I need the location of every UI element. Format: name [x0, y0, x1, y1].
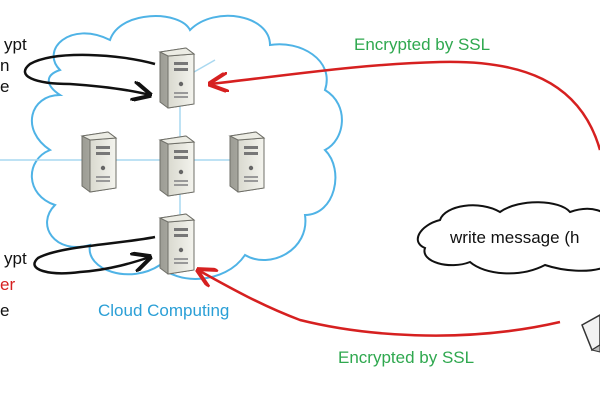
server-icon — [229, 131, 265, 193]
left-text-top-2: n — [0, 56, 9, 75]
ssl-arrow-bottom — [198, 270, 561, 337]
loop-arrow-top — [23, 53, 156, 95]
server-icon — [159, 213, 195, 275]
server-icon — [159, 135, 195, 197]
left-text-top-1: ypt — [4, 35, 27, 54]
left-text-top-3: e — [0, 77, 9, 96]
left-text-bottom-1: ypt — [4, 249, 27, 268]
server-icon — [159, 47, 195, 109]
ssl-arrow-top — [210, 60, 600, 151]
left-text-bottom-3: e — [0, 301, 9, 320]
ssl-label-bottom: Encrypted by SSL — [338, 348, 474, 367]
left-text-bottom-2: er — [0, 275, 15, 294]
laptop-icon — [581, 314, 600, 353]
loop-arrow-bottom — [33, 235, 156, 275]
message-cloud — [416, 201, 600, 275]
cloud-label: Cloud Computing — [98, 301, 229, 320]
message-label: write message (h — [449, 228, 579, 247]
ssl-label-top: Encrypted by SSL — [354, 35, 490, 54]
server-icon — [81, 131, 117, 193]
